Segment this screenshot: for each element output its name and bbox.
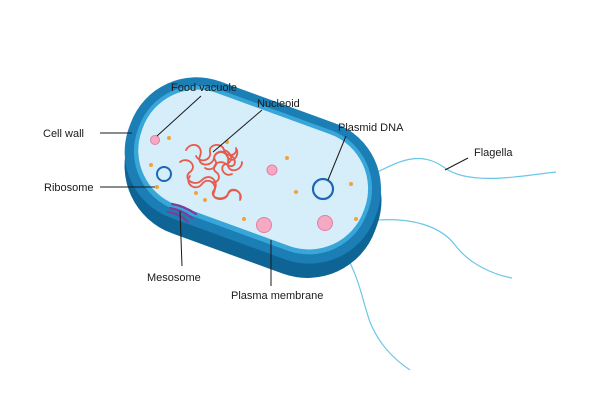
label-flagella: Flagella — [474, 147, 513, 159]
ribosome-dot — [149, 163, 153, 167]
flagellum-middle — [377, 219, 513, 279]
flagella-group — [342, 157, 557, 371]
label-mesosome: Mesosome — [147, 272, 201, 284]
label-food-vacuole: Food vacuole — [171, 82, 237, 94]
ribosome-dot — [349, 182, 353, 186]
flagellum-top — [367, 157, 557, 179]
leader-food-vacuole — [156, 95, 202, 137]
plasmid-ring-small — [156, 166, 172, 182]
ribosome-dot — [294, 190, 298, 194]
leader-mesosome — [179, 210, 183, 267]
ribosome-dot — [242, 217, 246, 221]
label-plasmid-dna: Plasmid DNA — [338, 122, 404, 134]
vacuoles — [150, 135, 333, 233]
ribosome-dot — [203, 198, 207, 202]
ribosomes — [149, 136, 358, 221]
cell-body — [124, 77, 382, 278]
vacuole — [266, 164, 278, 176]
plasmid-ring-large — [311, 177, 335, 201]
ribosome-dot — [285, 156, 289, 160]
label-plasma-membrane: Plasma membrane — [231, 290, 323, 302]
label-ribosome: Ribosome — [44, 182, 94, 194]
leader-nucleoid — [212, 109, 263, 153]
ribosome-dot — [167, 136, 171, 140]
labels: Food vacuole Nucleoid Cell wall Plasmid … — [43, 82, 513, 302]
leader-plasmid — [327, 135, 347, 181]
label-cell-wall: Cell wall — [43, 128, 84, 140]
ribosome-dot — [194, 191, 198, 195]
cytoplasm — [138, 89, 369, 250]
ribosome-dot — [354, 217, 358, 221]
ribosome-dot — [155, 185, 159, 189]
leader-lines — [100, 95, 469, 286]
flagellum-bottom — [342, 249, 411, 371]
nucleoid-shape — [179, 143, 243, 201]
mesosome-shape — [166, 202, 198, 224]
vacuole — [256, 217, 272, 233]
leader-flagella — [444, 157, 469, 171]
vacuole — [150, 135, 160, 145]
label-nucleoid: Nucleoid — [257, 98, 300, 110]
vacuole — [317, 215, 333, 231]
